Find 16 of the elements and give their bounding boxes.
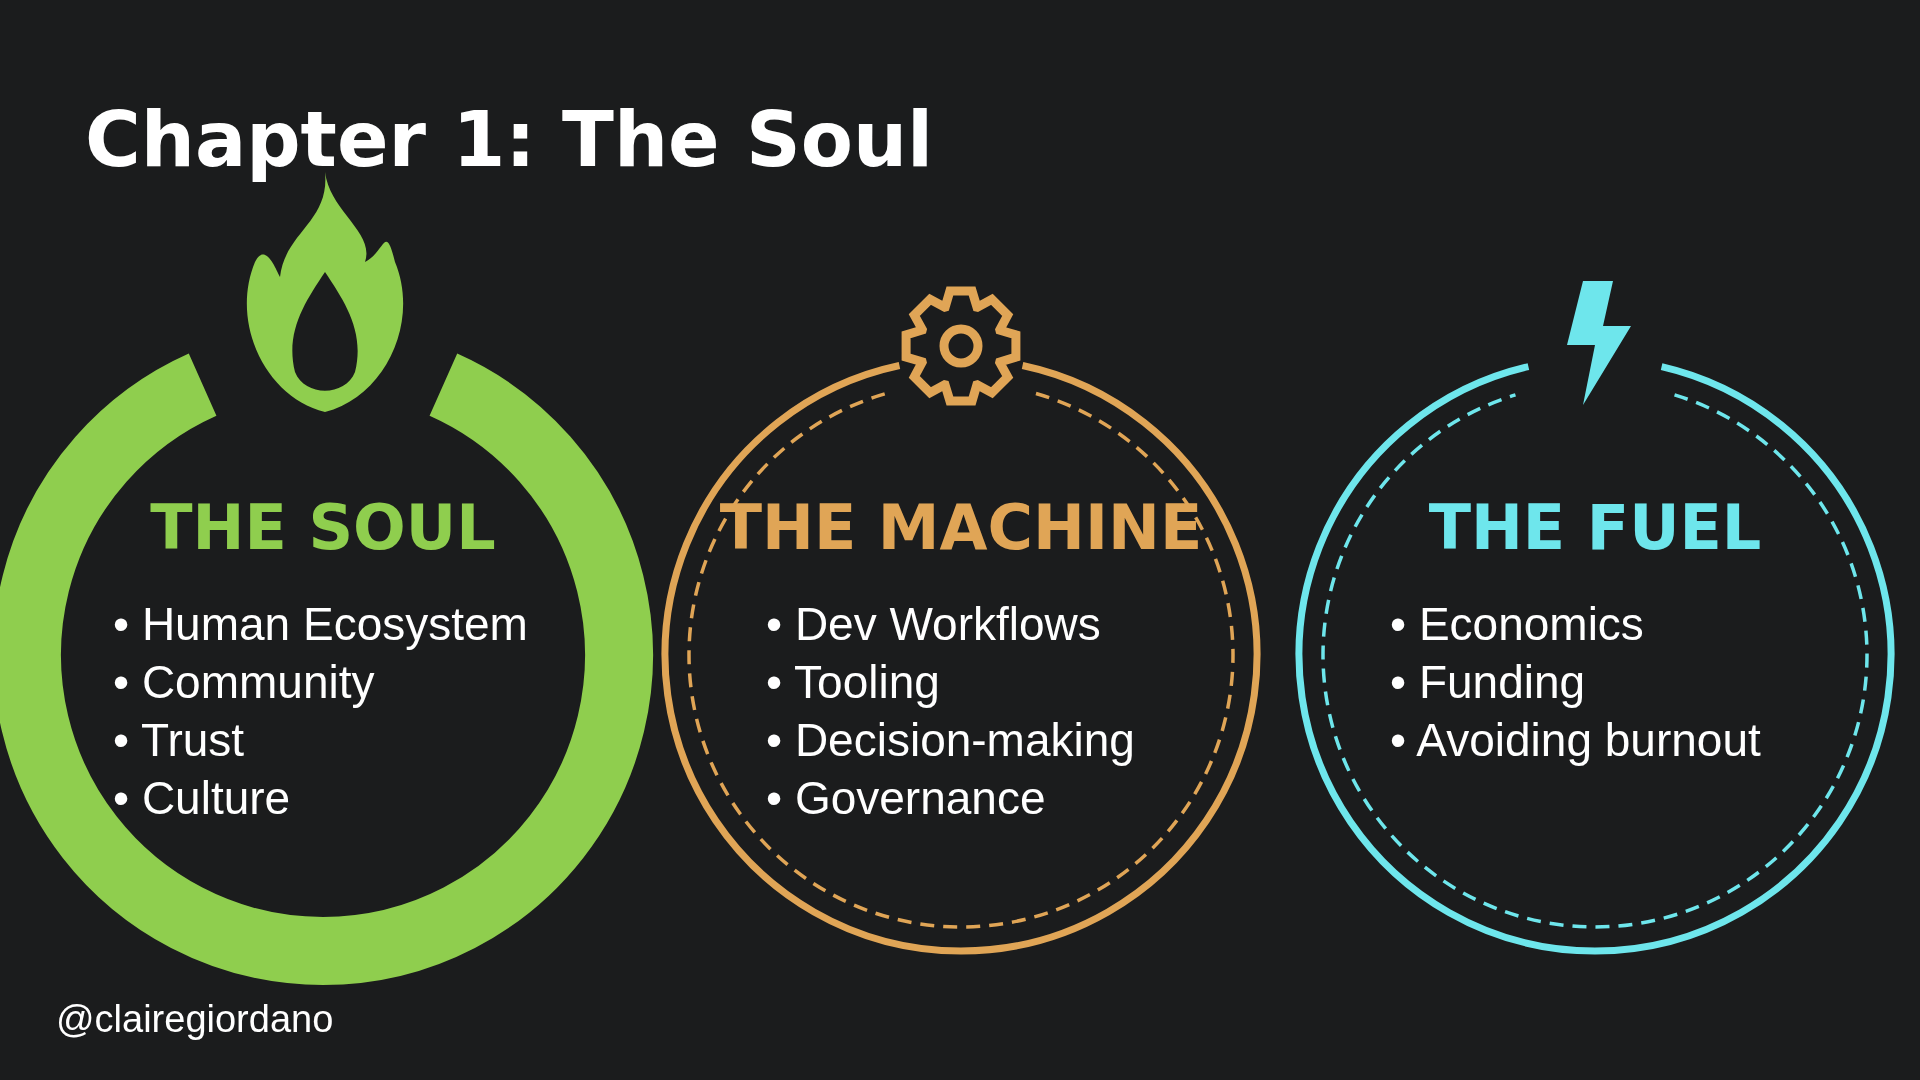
slide-title: Chapter 1: The Soul [85, 95, 934, 184]
bullet-item: • Funding [1390, 655, 1587, 710]
bullet-item: • Culture [113, 771, 292, 826]
section-heading: THE MACHINE [718, 491, 1204, 564]
bullet-item: • Economics [1390, 597, 1645, 652]
bullet-item: • Decision-making [766, 713, 1135, 768]
bullet-item: • Community [113, 655, 376, 710]
bullet-item: • Human Ecosystem [113, 597, 528, 652]
bullet-item: • Dev Workflows [766, 597, 1102, 652]
bullet-item: • Governance [766, 771, 1047, 826]
bullet-item: • Trust [113, 713, 246, 768]
section-heading: THE SOUL [149, 491, 497, 564]
section-heading: THE FUEL [1427, 491, 1763, 564]
bullet-item: • Tooling [766, 655, 941, 710]
author-handle: @clairegiordano [56, 998, 334, 1041]
bullet-item: • Avoiding burnout [1390, 713, 1761, 768]
